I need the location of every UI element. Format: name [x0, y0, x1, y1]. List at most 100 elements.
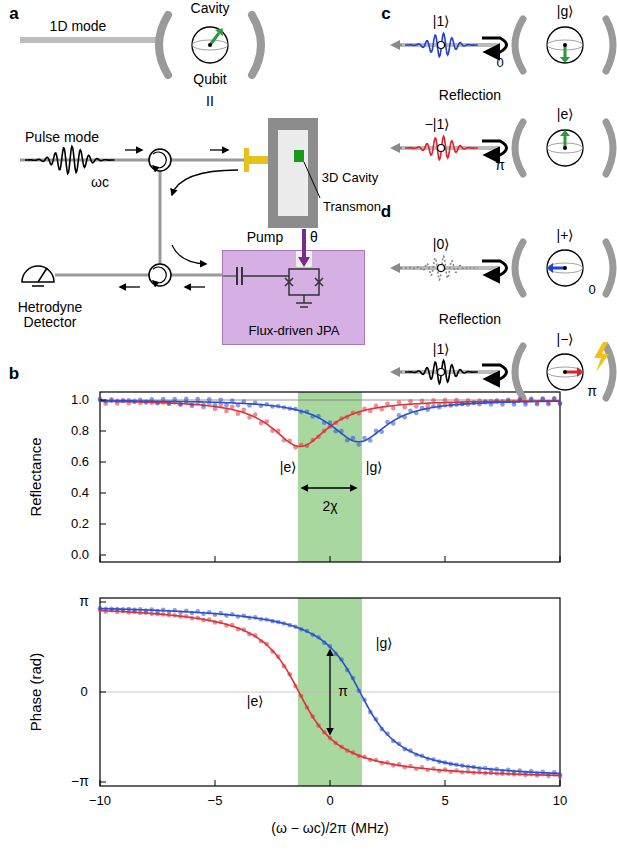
plot-label: 0	[80, 685, 87, 699]
qubit-arrow	[210, 33, 219, 45]
data-dot	[431, 398, 436, 403]
data-dot	[558, 402, 563, 407]
plot-label: π	[495, 158, 505, 173]
tick	[100, 780, 101, 786]
qubit-arrow	[560, 130, 570, 136]
waveguide	[20, 37, 158, 43]
tick	[100, 431, 106, 432]
plot-label: 0.4	[71, 486, 89, 500]
mirror	[515, 242, 523, 294]
plot-frame	[100, 598, 560, 786]
data-dot	[517, 397, 522, 402]
bloch-sphere	[547, 367, 583, 377]
pump-arrow	[298, 257, 310, 267]
plot-label: |g⟩	[557, 4, 573, 19]
tick	[560, 556, 561, 562]
detector-label: Hetrodyne Detector	[7, 300, 93, 331]
plot-frame	[100, 392, 560, 562]
tick	[215, 780, 216, 786]
width-arrow	[302, 487, 356, 488]
tick	[100, 602, 106, 603]
mirror	[252, 15, 261, 75]
direction-arrow	[392, 44, 402, 46]
cavity-label: Cavity	[191, 1, 230, 16]
panel-letter: c	[381, 5, 390, 24]
frequency-label: ωc	[91, 175, 109, 190]
wire	[242, 275, 289, 277]
plot-label: 0	[588, 283, 595, 297]
plot-label: 2χ	[322, 499, 337, 514]
plot-label: −|1⟩	[425, 117, 450, 132]
reflection-arrow	[482, 261, 507, 275]
tick	[215, 556, 216, 562]
mirror	[606, 346, 613, 398]
qubit-arrow	[215, 28, 223, 36]
junction-symbol	[285, 278, 323, 286]
flow-arrow	[125, 149, 142, 150]
pulse-center	[438, 145, 445, 152]
pump-arrow	[302, 229, 306, 261]
flow-arrow	[120, 286, 140, 287]
qubit-arrow	[577, 367, 583, 377]
pulse-wave	[25, 146, 115, 173]
qubit-arrow	[560, 57, 570, 63]
data-dot	[546, 402, 551, 407]
plot-label: |g⟩	[366, 460, 382, 475]
plot-label: 0	[496, 56, 503, 70]
plot-label: |1⟩	[433, 14, 449, 29]
reflection-arrow	[482, 38, 507, 52]
qubit-label: Qubit	[193, 72, 226, 87]
tick	[330, 780, 331, 786]
plot-label: 0.0	[71, 548, 89, 562]
bloch-sphere	[547, 263, 583, 273]
flow-arrow	[210, 149, 228, 150]
data-dot	[207, 397, 212, 402]
direction-arrow	[392, 371, 402, 373]
jpa-box: Flux-driven JPA	[222, 250, 365, 345]
bloch-center	[563, 266, 567, 270]
bloch-center	[563, 43, 567, 47]
qubit-arrow	[547, 263, 553, 273]
tick	[100, 400, 106, 401]
pulse-wave	[405, 136, 478, 159]
squid-symbol	[289, 269, 319, 295]
fit-curve	[100, 401, 560, 442]
equivalence-symbol: II	[206, 94, 214, 109]
pulse-wave	[405, 33, 478, 56]
pulse-label: Pulse mode	[25, 130, 99, 145]
data-dot	[552, 396, 557, 401]
jpa-label: Flux-driven JPA	[249, 324, 340, 338]
data-dot	[535, 402, 540, 407]
data-dot	[195, 397, 200, 402]
data-dot	[552, 396, 557, 401]
plot-label: −π	[71, 774, 89, 789]
mirror	[606, 19, 613, 71]
wire	[55, 274, 222, 277]
fit-curve	[100, 611, 560, 776]
detector-symbol	[22, 266, 54, 286]
mirror	[515, 346, 523, 398]
mirror	[515, 19, 523, 71]
data-dot	[190, 402, 195, 407]
plot-label: (ω − ωc)/2π (MHz)	[271, 821, 388, 836]
data-dot	[529, 397, 534, 402]
data-dot	[178, 402, 183, 407]
fit-curve	[100, 401, 560, 447]
pulse-center	[438, 265, 445, 272]
data-dot	[213, 403, 218, 408]
plot-label: 10	[553, 794, 567, 808]
data-dot	[356, 442, 361, 447]
plot-label: −10	[89, 794, 111, 808]
plot-label: 0.8	[71, 424, 89, 438]
fit-curve	[100, 609, 560, 774]
transmon-chip	[294, 150, 304, 162]
tick	[100, 782, 106, 783]
direction-arrow	[392, 267, 402, 269]
wire	[159, 171, 162, 264]
axis-title: Reflectance	[28, 437, 45, 516]
plot-label: π	[587, 384, 597, 399]
band	[298, 392, 362, 562]
tick	[560, 780, 561, 786]
cavity-interior	[278, 130, 308, 216]
circulator	[149, 149, 171, 171]
